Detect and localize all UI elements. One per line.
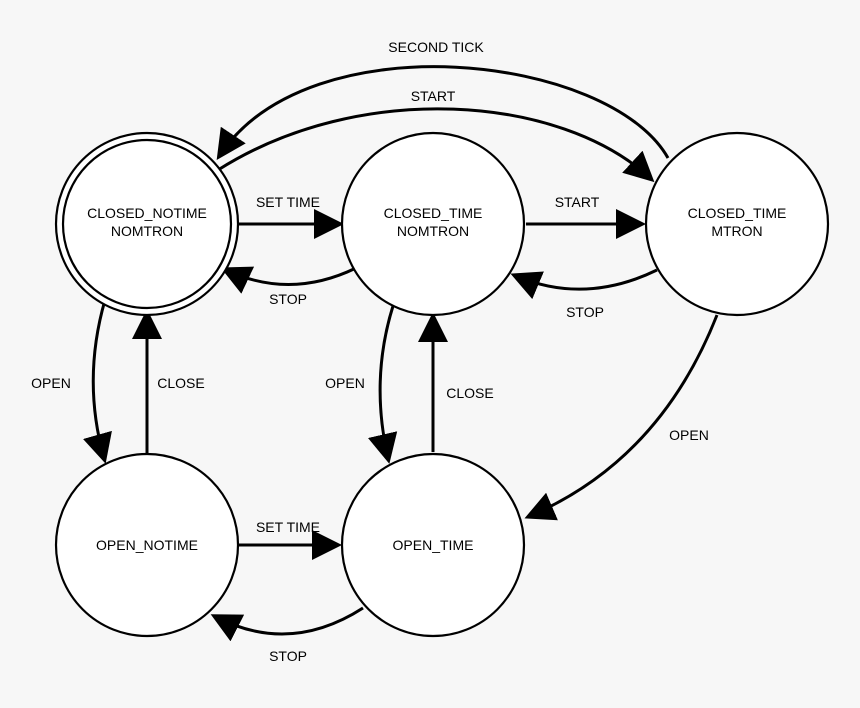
state-closed-notime-nomtron: CLOSED_NOTIME NOMTRON [54,131,240,317]
label-set-time-bottom: SET TIME [256,519,320,535]
label-close-left: CLOSE [157,375,204,391]
state-label-line1: CLOSED_TIME [384,205,483,221]
edge-stop-left [220,266,357,294]
states: CLOSED_NOTIME NOMTRON CLOSED_TIME NOMTRO… [54,131,830,638]
state-open-notime: OPEN_NOTIME [54,452,240,638]
edge-open-right [524,314,719,521]
state-circle [54,452,240,638]
state-label: OPEN_TIME [393,537,474,553]
state-inner-ring [61,138,233,310]
state-label-line1: CLOSED_TIME [688,205,787,221]
label-open-left: OPEN [31,375,71,391]
state-label: OPEN_NOTIME [96,537,198,553]
label-stop-right: STOP [566,304,604,320]
label-open-middle: OPEN [325,375,365,391]
label-start-top: START [411,88,456,104]
state-circle [644,131,830,317]
label-set-time-top: SET TIME [256,194,320,210]
state-label-line2: NOMTRON [397,223,469,239]
state-circle [340,131,526,317]
edge-open-left [83,299,112,464]
label-second-tick: SECOND TICK [388,39,484,55]
edges [83,65,719,642]
edge-second-tick [216,65,670,160]
edge-start-top [217,107,655,183]
edge-stop-right [510,268,658,300]
edge-stop-bottom [210,606,364,642]
label-close-middle: CLOSE [446,385,493,401]
state-closed-time-nomtron: CLOSED_TIME NOMTRON [340,131,526,317]
label-open-right: OPEN [669,427,709,443]
edge-labels: SECOND TICK START SET TIME START STOP ST… [31,39,709,664]
label-stop-bottom: STOP [269,648,307,664]
state-label-line1: CLOSED_NOTIME [87,205,207,221]
state-circle [340,452,526,638]
edge-open-middle [367,305,398,464]
state-closed-time-mtron: CLOSED_TIME MTRON [644,131,830,317]
state-label-line2: NOMTRON [111,223,183,239]
label-start-middle: START [555,194,600,210]
label-stop-left: STOP [269,291,307,307]
state-label-line2: MTRON [711,223,762,239]
state-open-time: OPEN_TIME [340,452,526,638]
